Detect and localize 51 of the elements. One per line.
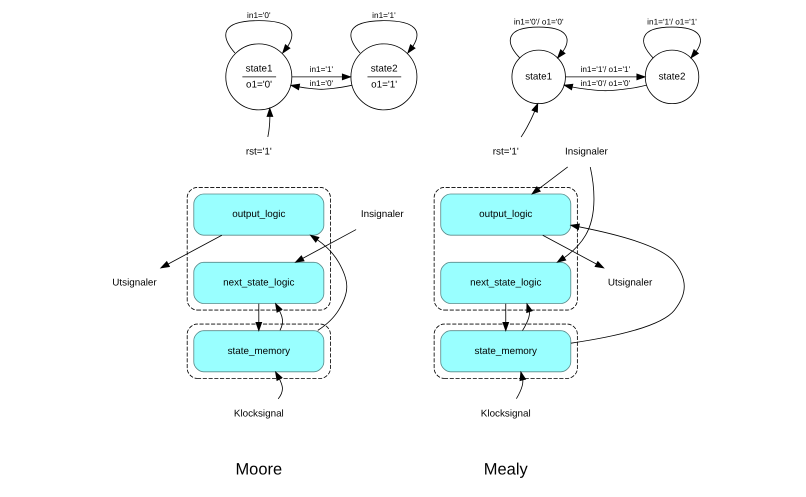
arrow	[542, 234, 605, 269]
arrow	[516, 370, 526, 400]
label: Mealy	[484, 460, 528, 479]
node-text: Utsignaler	[608, 277, 652, 288]
arrow	[643, 26, 701, 59]
edge-label: in1='1'	[372, 11, 396, 20]
node-box: output_logic	[440, 194, 572, 236]
arrow	[510, 26, 568, 59]
arrow	[225, 20, 292, 54]
edge-label: in1='0'/ o1='0'	[580, 78, 630, 88]
arrow	[294, 229, 357, 263]
label: Moore	[235, 460, 282, 479]
arrow	[522, 302, 533, 331]
arrow	[274, 370, 283, 400]
arrow	[520, 102, 538, 138]
node-box: output_logic	[193, 194, 324, 236]
cluster	[186, 187, 331, 310]
arrow	[531, 166, 568, 195]
cluster	[434, 324, 578, 379]
arrow	[160, 234, 222, 269]
node-box: next_state_logic	[193, 262, 324, 304]
node-box: state_memory	[193, 330, 324, 372]
arrow	[565, 73, 646, 80]
node-text: Klocksignal	[480, 408, 531, 420]
edge-label: in1='0'/ o1='0'	[514, 18, 564, 27]
arrow	[556, 166, 594, 263]
arrow	[290, 84, 352, 90]
edge-label: in1='0'	[247, 11, 271, 20]
arrow	[309, 234, 348, 331]
arrow	[502, 303, 510, 332]
arrow	[570, 223, 685, 344]
edge-label: in1='0'	[310, 78, 334, 88]
node-box: state_memory	[440, 330, 572, 372]
edge-label: in1='1'/ o1='1'	[647, 18, 697, 27]
edge-label: in1='1'	[310, 64, 334, 74]
arrow	[266, 106, 274, 138]
arrow	[562, 84, 647, 92]
node-text: rst='1'	[246, 146, 272, 158]
node-text: Utsignaler	[112, 277, 157, 288]
arrow	[292, 73, 352, 80]
edge-label: in1='1'/ o1='1'	[580, 64, 630, 74]
arrow	[255, 303, 262, 332]
arrow	[350, 20, 418, 54]
cluster	[186, 324, 331, 379]
node-text: Insignaler	[565, 146, 608, 158]
node-box: next_state_logic	[440, 262, 572, 304]
node-text: rst='1'	[492, 146, 519, 158]
arrow	[274, 302, 283, 331]
cluster	[434, 187, 578, 310]
node-text: Klocksignal	[234, 408, 284, 420]
node-text: Insignaler	[360, 209, 404, 220]
